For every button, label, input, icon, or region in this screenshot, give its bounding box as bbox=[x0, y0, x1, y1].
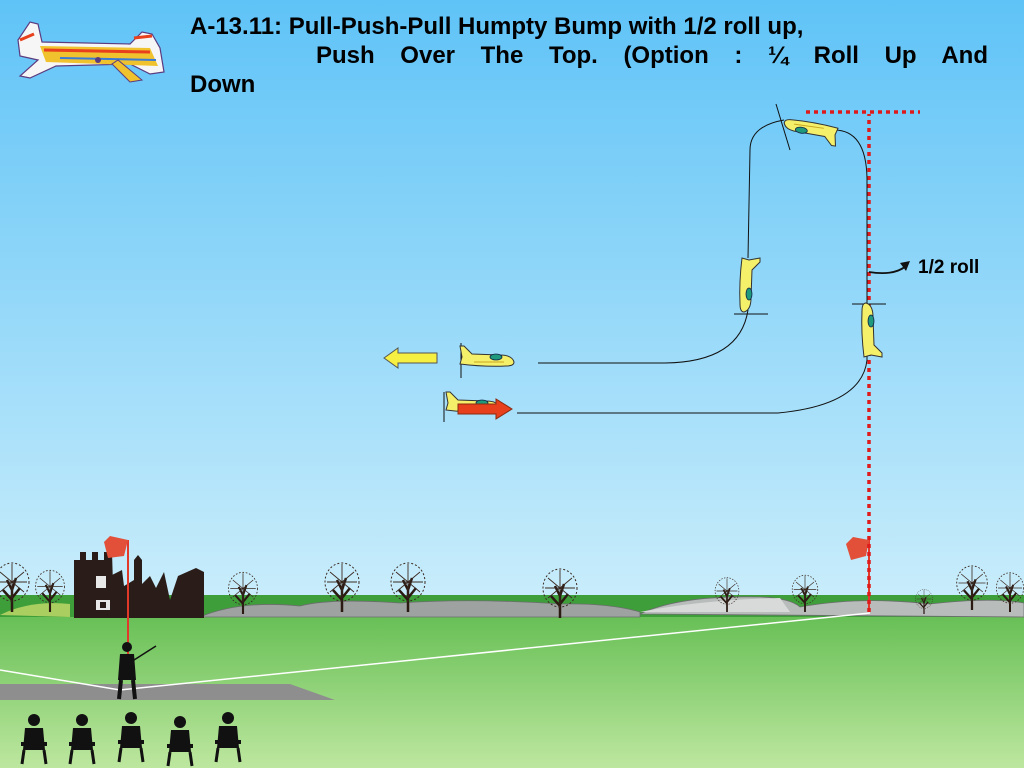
title-line-1: A-13.11: Pull-Push-Pull Humpty Bump with… bbox=[190, 13, 804, 40]
half-roll-label: 1/2 roll bbox=[918, 257, 980, 278]
flight-path bbox=[517, 119, 868, 414]
arrow-icon bbox=[383, 347, 438, 369]
title-line-3: Down bbox=[190, 71, 256, 98]
slide-title: A-13.11: Pull-Push-Pull Humpty Bump with… bbox=[190, 12, 988, 99]
pilot-icon bbox=[117, 642, 157, 700]
flag-icon bbox=[104, 536, 129, 660]
flag-icon bbox=[846, 537, 870, 612]
arrow-icon bbox=[457, 398, 513, 420]
reference-line bbox=[806, 110, 920, 612]
title-line-2: Push Over The Top. (Option : ¼ Roll Up A… bbox=[316, 42, 988, 69]
logo-plane-icon bbox=[17, 21, 165, 83]
arrow-icon bbox=[868, 261, 910, 275]
castle-ruin bbox=[74, 552, 204, 618]
